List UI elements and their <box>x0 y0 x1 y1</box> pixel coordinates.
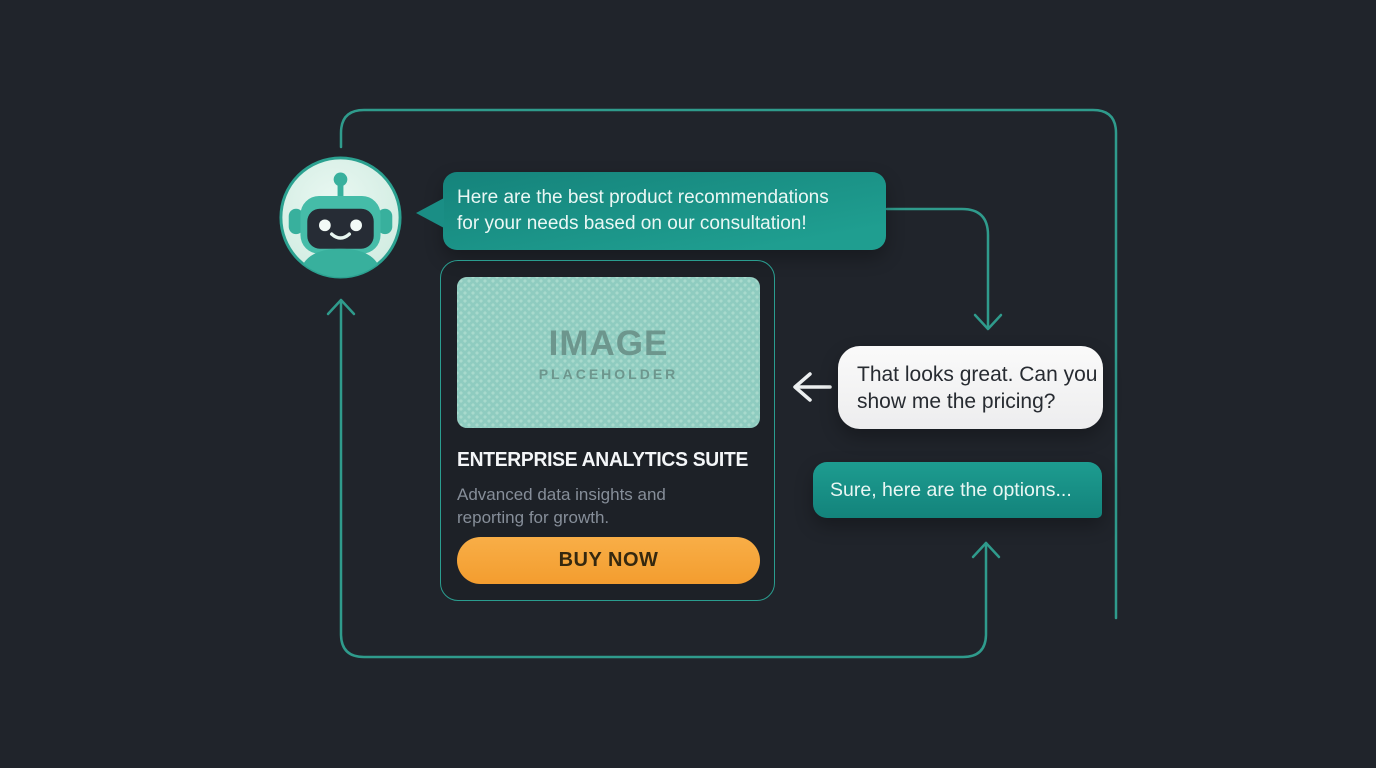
product-description: Advanced data insights and reporting for… <box>457 483 758 529</box>
bot-message-bubble: Here are the best product recommendation… <box>416 172 886 250</box>
product-description-line2: reporting for growth. <box>457 508 610 527</box>
bot-avatar <box>277 154 404 281</box>
product-title: ENTERPRISE ANALYTICS SUITE <box>457 448 749 471</box>
bot-followup-text: Sure, here are the options... <box>830 478 1072 501</box>
user-message-line1: That looks great. Can you <box>857 362 1098 386</box>
placeholder-title: IMAGE <box>548 323 669 363</box>
product-card: IMAGE PLACEHOLDER ENTERPRISE ANALYTICS S… <box>440 260 775 601</box>
placeholder-subtitle: PLACEHOLDER <box>538 365 679 382</box>
bubble-tail-icon <box>416 198 444 228</box>
arrow-up-to-followup-icon <box>971 541 1001 559</box>
bot-followup-bubble: Sure, here are the options... <box>813 462 1102 518</box>
flow-connector-bot-to-user-line <box>885 207 990 330</box>
bot-message-line2: for your needs based on our consultation… <box>457 213 807 234</box>
arrow-left-to-card-icon <box>793 372 832 402</box>
user-message-line2: show me the pricing? <box>857 389 1056 413</box>
product-image-placeholder: IMAGE PLACEHOLDER <box>457 277 760 428</box>
buy-now-button[interactable]: BUY NOW <box>457 537 760 584</box>
product-description-line1: Advanced data insights and <box>457 485 666 504</box>
user-message-bubble: That looks great. Can you show me the pr… <box>838 346 1103 429</box>
bot-message-line1: Here are the best product recommendation… <box>457 187 829 208</box>
arrow-down-to-user-icon <box>973 313 1003 331</box>
arrow-up-to-avatar-icon <box>326 298 356 316</box>
robot-icon <box>279 156 402 279</box>
